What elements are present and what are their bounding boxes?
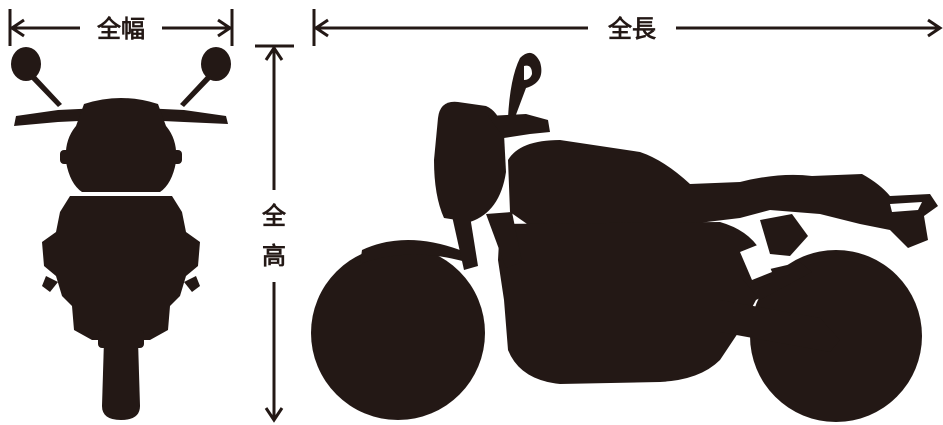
right-mirror (201, 47, 231, 81)
front-tire (102, 340, 140, 420)
front-wheel (311, 246, 485, 420)
width-arrowhead-right (217, 18, 233, 38)
width-arrowhead-left (9, 18, 25, 38)
side-exhaust (740, 262, 812, 300)
width-label: 全幅 (96, 15, 145, 43)
length-dimension (312, 9, 943, 46)
height-dimension (255, 44, 294, 423)
height-arrowhead-bottom (264, 407, 284, 423)
side-front-fork (452, 216, 478, 270)
length-arrowhead-right (927, 18, 943, 38)
side-headlight (434, 101, 506, 222)
side-front-frame (486, 212, 522, 268)
height-arrowhead-top (264, 45, 284, 61)
side-mirror (508, 52, 542, 120)
front-left-peg (42, 276, 58, 292)
side-swingarm (720, 300, 840, 352)
side-view-highlights (524, 65, 922, 280)
mirror-highlight (524, 65, 532, 80)
length-label: 全長 (607, 15, 657, 43)
motorcycle-front-view (11, 47, 231, 420)
front-engine-body (42, 196, 200, 340)
height-label-bottom: 高 (262, 242, 286, 270)
height-label-top: 全 (261, 202, 287, 230)
side-engine-block (498, 222, 780, 384)
frame-gap (740, 244, 772, 280)
front-headlight-body (65, 98, 177, 192)
tail-light-gap (890, 202, 922, 212)
side-handlebar (488, 114, 550, 138)
side-rear-shock (760, 214, 808, 256)
right-mirror-stem (180, 74, 212, 107)
left-mirror-stem (30, 74, 62, 107)
left-mirror (11, 47, 41, 81)
front-fender (360, 240, 466, 264)
front-signal-bar (60, 150, 182, 164)
front-right-peg (184, 276, 200, 292)
width-dimension (8, 9, 234, 46)
tank-seat-tail (508, 140, 938, 248)
motorcycle-side-view (311, 52, 938, 422)
length-arrowhead-left (313, 18, 329, 38)
